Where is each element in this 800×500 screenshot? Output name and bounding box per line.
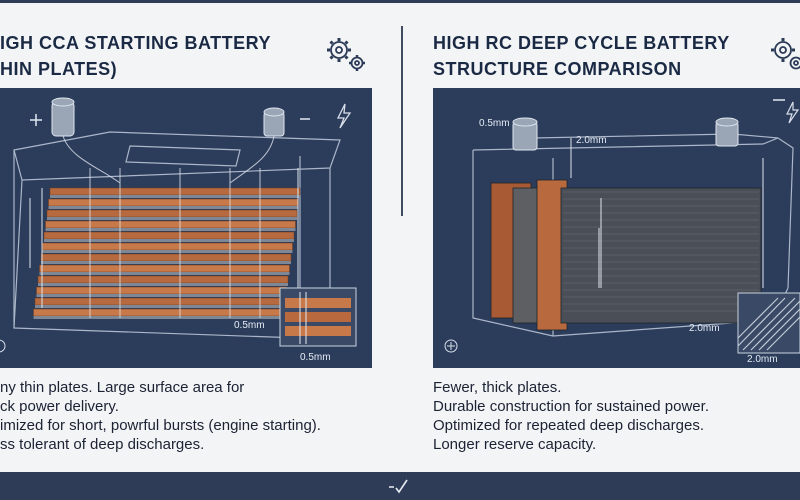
thin-plate (42, 242, 293, 251)
gear-icon (327, 38, 365, 71)
left-desc-line: ny thin plates. Large surface area for (0, 379, 245, 396)
thin-plate (40, 253, 292, 262)
lightning-icon (336, 103, 352, 129)
checkmark-icon (389, 479, 408, 494)
separator (35, 305, 285, 308)
right-inset-label-right: 2.0mm (689, 323, 720, 334)
plus-icon (444, 339, 458, 353)
left-desc-line: ck power delivery. (0, 398, 119, 415)
thin-plate (48, 198, 299, 207)
thin-plate (49, 187, 301, 196)
separator (38, 283, 288, 286)
separator (44, 239, 294, 242)
right-desc-line: Durable construction for sustained power… (433, 398, 709, 415)
right-title: HIGH RC DEEP CYCLE BATTERY STRUCTURE COM… (433, 30, 730, 82)
left-description: ny thin plates. Large surface area for c… (0, 378, 321, 454)
right-desc-line: Optimized for repeated deep discharges. (433, 417, 704, 434)
separator (36, 294, 287, 297)
left-title-line1: IGH CCA STARTING BATTERY (0, 33, 271, 53)
separator (50, 195, 300, 198)
separator (41, 261, 291, 264)
thick-plate-stack (490, 179, 762, 331)
bottom-bar (0, 472, 800, 500)
thin-plate (34, 297, 286, 306)
right-description: Fewer, thick plates. Durable constructio… (433, 378, 709, 454)
thin-plate-stack (33, 187, 301, 319)
left-desc-line: imized for short, powrful bursts (engine… (0, 417, 321, 434)
thin-plate (45, 220, 296, 229)
right-inset-detail (737, 292, 800, 354)
left-desc-line: ss tolerant of deep discharges. (0, 436, 205, 453)
right-inset-label-bottom: 2.0mm (747, 354, 778, 365)
left-inset-label-right: 0.5mm (234, 320, 265, 331)
thin-plate (39, 264, 290, 273)
lightning-icon (786, 101, 800, 124)
thin-plate (33, 308, 284, 317)
right-title-line2: STRUCTURE COMPARISON (433, 59, 682, 79)
thin-plate (43, 231, 295, 240)
separator (39, 272, 290, 275)
top-border (0, 0, 800, 3)
separator (42, 250, 293, 253)
left-title: IGH CCA STARTING BATTERY HIN PLATES) (0, 30, 271, 82)
right-desc-line: Longer reserve capacity. (433, 436, 597, 453)
left-title-line2: HIN PLATES) (0, 59, 118, 79)
right-terminal-label: 0.5mm (479, 118, 510, 129)
separator (45, 228, 296, 231)
separator (47, 217, 297, 220)
thin-plate (37, 275, 289, 284)
right-desc-line: Fewer, thick plates. (433, 379, 562, 396)
right-diagram-panel: 0.5mm 2.0mm 2.0mm 2.0mm (433, 88, 800, 368)
section-divider (401, 26, 403, 216)
plus-icon (30, 114, 42, 126)
separator (33, 316, 284, 319)
separator (48, 206, 299, 209)
left-inset-detail (279, 287, 357, 347)
right-title-line1: HIGH RC DEEP CYCLE BATTERY (433, 33, 730, 53)
right-top-label: 2.0mm (576, 135, 607, 146)
left-diagram-panel: 0.5mm 0.5mm (0, 88, 372, 368)
left-inset-label-bottom: 0.5mm (300, 352, 331, 363)
thick-plate (560, 187, 762, 324)
thin-plate (36, 286, 287, 295)
gear-icon (771, 38, 800, 70)
